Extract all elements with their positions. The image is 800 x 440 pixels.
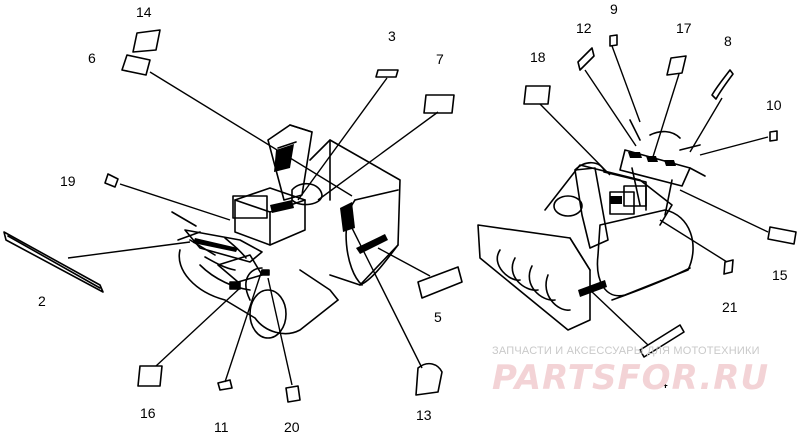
callout-18: 18 (530, 49, 546, 65)
callout-7: 7 (436, 51, 444, 67)
snowblower-rear-view (477, 119, 706, 331)
leader-lines (67, 45, 769, 386)
watermark-caption: ЗАПЧАСТИ И АКСЕССУАРЫ ДЛЯ МОТОТЕХНИКИ (492, 345, 760, 357)
callout-5: 5 (434, 309, 442, 325)
decal-parts-right (523, 34, 797, 358)
callout-20: 20 (284, 419, 300, 435)
callout-4: 4 (660, 375, 668, 391)
snowblower-front-view (171, 124, 401, 339)
callout-numbers: 14 6 3 7 19 2 5 16 11 20 13 18 12 9 17 8… (38, 1, 788, 435)
callout-19: 19 (60, 173, 76, 189)
callout-21: 21 (722, 299, 738, 315)
decal-parts-left (3, 29, 463, 403)
callout-9: 9 (610, 1, 618, 17)
callout-15: 15 (772, 267, 788, 283)
callout-3: 3 (388, 28, 396, 44)
callout-17: 17 (676, 20, 692, 36)
callout-16: 16 (140, 405, 156, 421)
callout-12: 12 (576, 20, 592, 36)
callout-6: 6 (88, 50, 96, 66)
callout-14: 14 (136, 4, 152, 20)
callout-10: 10 (766, 97, 782, 113)
callout-2: 2 (38, 293, 46, 309)
callout-11: 11 (214, 419, 229, 435)
callout-13: 13 (416, 407, 432, 423)
callout-8: 8 (724, 33, 732, 49)
watermark-logo: PARTSFOR.RU (492, 358, 770, 398)
